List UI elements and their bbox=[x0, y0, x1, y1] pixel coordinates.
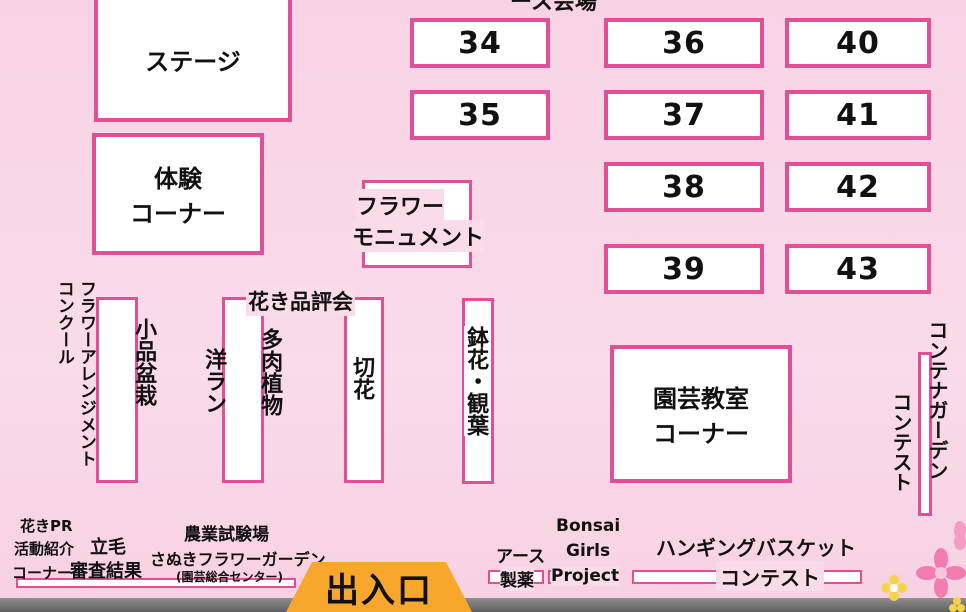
orchid-label: 洋ラン bbox=[201, 348, 227, 414]
floor-bar bbox=[0, 598, 966, 612]
pr-label-3: コーナー bbox=[12, 564, 73, 582]
booth-43[interactable]: 43 bbox=[785, 244, 931, 294]
bonsai-girls-label-3: Project bbox=[551, 566, 620, 586]
earth-label-1: アース bbox=[496, 547, 546, 567]
entrance-label: 出入口 bbox=[325, 571, 433, 611]
bonsai-girls-label-2: Girls bbox=[566, 541, 611, 561]
booth-42[interactable]: 42 bbox=[785, 162, 931, 212]
booth-37[interactable]: 37 bbox=[604, 90, 764, 140]
stage-area[interactable]: ステージ bbox=[94, 0, 292, 122]
flower-arrangement-label-2: コンクール bbox=[53, 280, 74, 365]
potted-plants-label: 鉢花・観葉 bbox=[463, 326, 489, 436]
stage-label: ステージ bbox=[145, 47, 241, 76]
bonsai-label: 小品盆栽 bbox=[131, 318, 157, 406]
entrance-marker[interactable] bbox=[286, 562, 472, 612]
booth-41[interactable]: 41 bbox=[785, 90, 931, 140]
booth-34[interactable]: 34 bbox=[410, 18, 550, 68]
hanging-basket-label-2: コンテスト bbox=[716, 562, 824, 591]
map-title-fragment: ース会場 bbox=[510, 0, 597, 15]
sanuki-sub-label: (園芸総合センター) bbox=[176, 570, 283, 584]
orchid-succulent-strip[interactable] bbox=[222, 297, 264, 483]
succulent-label: 多肉植物 bbox=[257, 328, 283, 416]
hinpyokai-label: 花き品評会 bbox=[246, 286, 355, 316]
bottom-row-strip bbox=[16, 578, 296, 588]
pink-flower-icon bbox=[916, 548, 966, 598]
experience-label-2: コーナー bbox=[130, 200, 226, 228]
flower-arrangement-label-1: フラワーアレンジメント bbox=[75, 280, 96, 467]
container-garden-label-1: コンテナガーデン bbox=[925, 320, 949, 480]
earth-label-2: 製薬 bbox=[500, 566, 534, 591]
yellow-flower-small-icon bbox=[949, 597, 965, 612]
hanging-basket-label-1: ハンギングバスケット bbox=[656, 536, 856, 560]
pr-label-2: 活動紹介 bbox=[14, 540, 75, 558]
container-garden-label-2: コンテスト bbox=[889, 392, 913, 492]
experience-corner[interactable]: 体験 コーナー bbox=[92, 133, 264, 255]
gardening-class-area[interactable]: 園芸教室 コーナー bbox=[610, 345, 792, 483]
sanuki-label: さぬきフラワーガーデン bbox=[150, 550, 326, 569]
agri-lab-label: 農業試験場 bbox=[184, 525, 269, 545]
experience-label-1: 体験 bbox=[154, 165, 202, 193]
flower-monument-label-1: フラワー bbox=[356, 189, 445, 221]
cut-flower-strip[interactable] bbox=[344, 297, 384, 483]
flower-monument-label-2: モニュメント bbox=[352, 220, 485, 252]
pink-flower-small-icon bbox=[954, 521, 966, 550]
yellow-flower-icon bbox=[881, 575, 907, 601]
tategami-label-2: 審査結果 bbox=[70, 561, 142, 582]
booth-36[interactable]: 36 bbox=[604, 18, 764, 68]
container-garden-strip[interactable] bbox=[918, 352, 932, 516]
pr-label-1: 花きPR bbox=[20, 517, 73, 535]
booth-35[interactable]: 35 bbox=[410, 90, 550, 140]
gardening-class-label-1: 園芸教室 bbox=[653, 385, 749, 413]
bonsai-girls-label-1: Bonsai bbox=[556, 516, 621, 536]
booth-40[interactable]: 40 bbox=[785, 18, 931, 68]
booth-39[interactable]: 39 bbox=[604, 244, 764, 294]
bonsai-strip[interactable] bbox=[96, 297, 138, 483]
tategami-label-1: 立毛 bbox=[90, 537, 126, 558]
gardening-class-label-2: コーナー bbox=[653, 420, 749, 448]
cut-flower-label: 切花 bbox=[349, 356, 375, 400]
booth-38[interactable]: 38 bbox=[604, 162, 764, 212]
